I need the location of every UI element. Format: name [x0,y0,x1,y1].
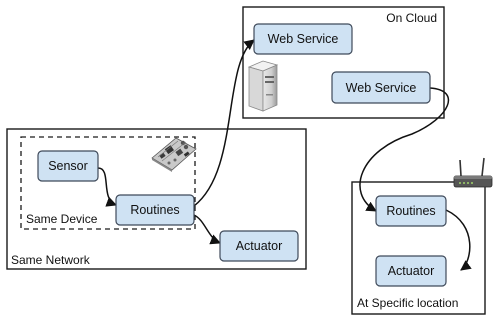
same-network-group [6,128,307,270]
cloud-web-service-1-box [253,23,353,55]
local-actuator-box [219,230,299,262]
routines-to-actuator-arrow [193,214,221,245]
same-device-label: Same Device [26,212,98,226]
remote-routines-label: Routines [386,204,435,218]
specific-location-label: At Specific location [357,296,458,310]
same-network-label: Same Network [11,253,91,267]
sensor-box [37,150,99,182]
circuit-board-icon [151,137,197,172]
local-actuator-label: Actuator [236,239,283,253]
cloud-web-service-2-box [331,71,431,104]
local-routines-box [115,194,195,226]
cloud-web-service-2-label: Web Service [346,81,417,95]
remote-actuator-label: Actuator [388,264,435,278]
sensor-to-routines-arrow [97,167,117,207]
remote-routines-box [375,195,447,227]
on-cloud-group [242,6,445,119]
web-service-to-remote-routines-arrow [359,87,450,212]
on-cloud-label: On Cloud [386,11,437,25]
local-routines-label: Routines [130,203,179,217]
routines-to-web-service-arrow [193,39,255,207]
remote-actuator-box [375,255,447,287]
remote-routines-to-actuator-arrow [445,209,472,271]
cloud-web-service-1-label: Web Service [268,32,339,46]
router-icon [453,157,493,188]
server-icon [247,60,279,112]
same-device-group [20,136,196,230]
specific-location-group [351,181,486,315]
sensor-label: Sensor [48,159,88,173]
